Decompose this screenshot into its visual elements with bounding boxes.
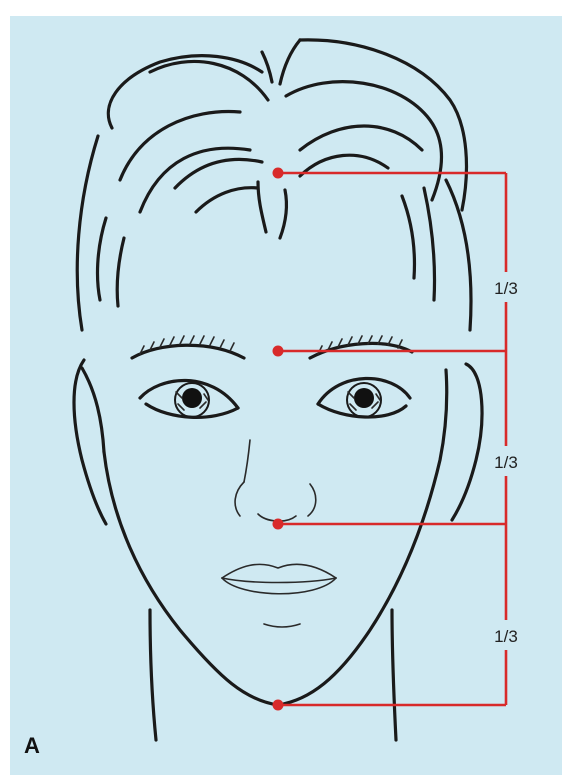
- lower-third-label: 1/3: [494, 627, 518, 646]
- panel-label: A: [24, 733, 40, 758]
- face-outline: [74, 360, 482, 740]
- chin-point: [273, 700, 284, 711]
- nose: [235, 440, 316, 521]
- proportion-guides: [273, 168, 507, 711]
- mouth: [222, 564, 336, 627]
- hairline-point: [273, 168, 284, 179]
- hair-outline: [77, 40, 471, 330]
- nose-base-point: [273, 519, 284, 530]
- eyebrows: [132, 336, 412, 358]
- brow-point: [273, 346, 284, 357]
- right-eye: [318, 378, 410, 417]
- upper-third-label: 1/3: [494, 279, 518, 298]
- left-eye: [140, 380, 238, 417]
- middle-third-label: 1/3: [494, 453, 518, 472]
